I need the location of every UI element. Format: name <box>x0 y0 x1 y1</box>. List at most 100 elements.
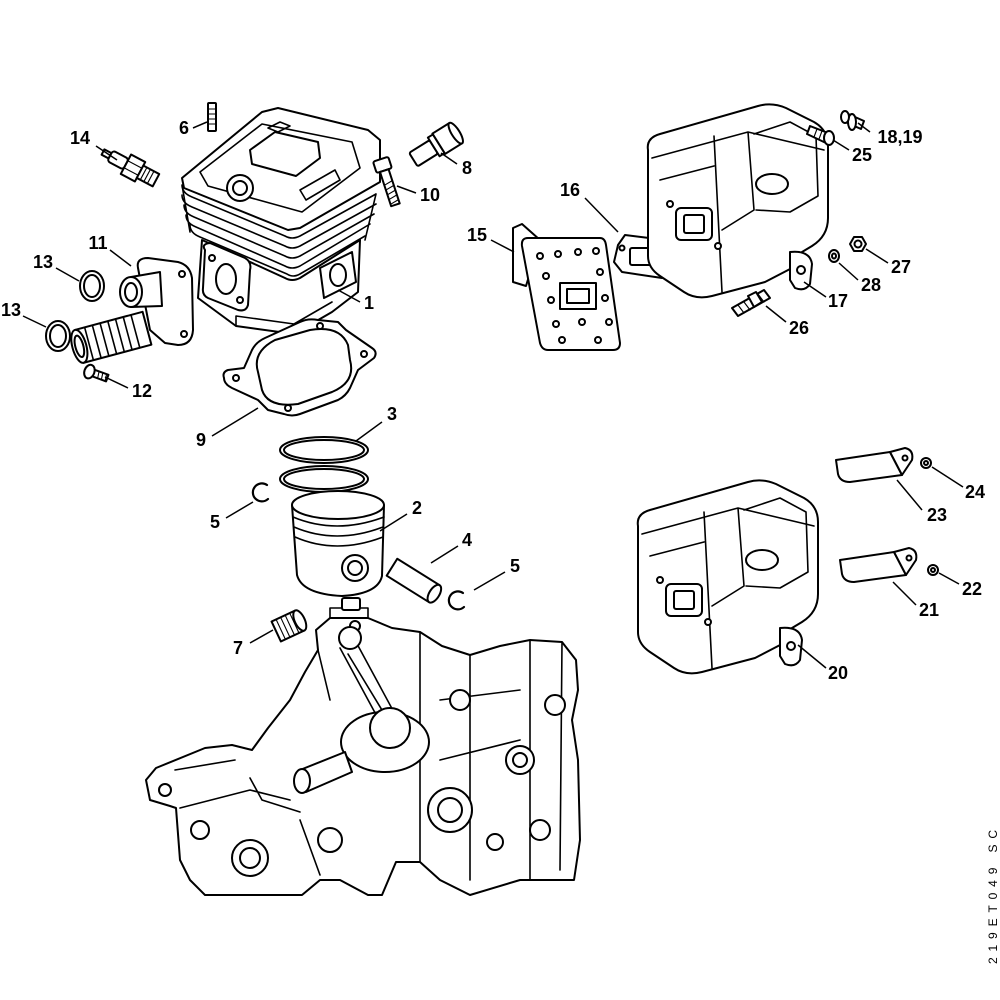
piston-crown <box>291 490 385 520</box>
mount-boss-d <box>529 819 551 841</box>
screen-tab-hole <box>901 454 909 462</box>
intake-manifold-bolt-hole <box>180 330 188 338</box>
callout-washer-small: 28 <box>861 275 881 295</box>
leader-line <box>55 267 80 282</box>
needle-cage-needles <box>275 612 300 640</box>
cylinder-gasket-hole <box>316 322 324 330</box>
muffler-stud-collar <box>747 291 763 308</box>
callout-intake-manifold: 11 <box>88 233 107 253</box>
decompression-valve <box>408 121 464 167</box>
cylinder-gasket-hole <box>284 404 292 412</box>
main-bearing-bore <box>437 797 463 823</box>
heat-shield-hole <box>536 252 544 260</box>
leader-line <box>104 376 129 389</box>
cylinder-gasket-hole <box>232 374 240 382</box>
muffler-body <box>636 479 819 675</box>
heat-shield-hole <box>552 320 560 328</box>
bearing-seat-left-bore <box>239 847 261 869</box>
mount-boss-c <box>317 827 343 853</box>
cylinder-gasket-hole <box>360 350 368 358</box>
sealing-ring-inner <box>83 274 101 298</box>
intake-manifold-upper-bore <box>124 282 138 302</box>
muffler-upper <box>646 103 829 299</box>
muffler-screw-thread-lines <box>813 128 823 140</box>
stud-thread-lines <box>207 108 217 125</box>
mount-boss-e <box>190 820 210 840</box>
cylinder-top-plateau <box>199 123 361 213</box>
stud-body <box>207 102 217 132</box>
muffler-bracket-hole <box>786 641 796 651</box>
muffler-port-inner <box>683 214 705 234</box>
bellows-ribs <box>83 314 141 361</box>
exhaust-bolt-hole <box>236 296 244 304</box>
heat-shield-hole <box>605 318 613 326</box>
callout-screen-screw-upper: 24 <box>965 482 985 502</box>
heat-shield-hole <box>578 318 586 326</box>
leader-line <box>931 466 964 488</box>
washer-small-bore <box>831 252 837 260</box>
connecting-rod-big-end <box>369 707 411 749</box>
heat-shield-hole <box>554 250 562 258</box>
piston-pin-bore <box>347 560 363 576</box>
muffler-screw-head <box>840 110 850 124</box>
sealing-ring-lower <box>45 320 71 352</box>
callout-spark-arrester-screen-lower: 21 <box>919 600 939 620</box>
piston-ring-grooves <box>292 516 385 547</box>
muffler-gasket-hole <box>618 244 626 252</box>
circlip-right <box>447 590 466 611</box>
cylinder-screw <box>372 156 401 208</box>
leader-line <box>490 239 515 253</box>
leader-line <box>473 571 506 591</box>
spark-plug <box>100 148 161 188</box>
leader-line <box>430 545 459 564</box>
leader-line <box>838 262 859 281</box>
leader-line <box>865 248 889 264</box>
callout-hex-nut: 27 <box>891 257 911 277</box>
muffler-port-hole <box>666 200 674 208</box>
heat-shield-hole <box>542 272 550 280</box>
intake-manifold-bellows <box>70 310 153 364</box>
leader-lines <box>22 121 964 669</box>
heat-shield-plate <box>512 223 621 351</box>
callout-piston-pin: 4 <box>462 530 472 550</box>
piston-ring-inner <box>283 439 365 461</box>
spark-plug-thread <box>135 164 161 188</box>
screen-tab <box>889 447 914 476</box>
piston-pin-end <box>426 583 443 604</box>
intake-manifold <box>70 257 194 364</box>
circlip-left <box>251 482 270 503</box>
leader-line <box>938 572 960 585</box>
needle-cage <box>270 609 308 643</box>
cylinder-screw-thread-lines <box>383 180 400 205</box>
leader-line <box>225 501 254 519</box>
callout-cylinder-gasket: 9 <box>196 430 206 450</box>
piston <box>291 490 385 597</box>
muffler-lid-seam <box>641 507 815 669</box>
mount-boss-f <box>486 833 504 851</box>
leader-line <box>211 407 259 437</box>
muffler-screw <box>806 125 835 146</box>
callout-muffler-stud: 26 <box>789 318 809 338</box>
leader-line <box>440 152 458 165</box>
heat-shield-hole <box>596 268 604 276</box>
leader-line <box>765 305 787 323</box>
heat-shield-hole <box>558 336 566 344</box>
cylinder-gasket <box>222 318 377 417</box>
callout-muffler-gasket: 16 <box>560 180 580 200</box>
heat-shield-holes <box>536 247 613 344</box>
callout-spark-arrester-screen-upper: 23 <box>927 505 947 525</box>
screen-screw-lower <box>927 564 939 576</box>
muffler-body <box>646 103 829 299</box>
needle-cage-end <box>292 609 308 632</box>
muffler-screw-washer <box>840 110 865 131</box>
crankshaft-end <box>293 768 311 794</box>
cooling-fins <box>181 184 377 277</box>
callout-piston-rings: 3 <box>387 404 397 424</box>
leader-line <box>109 249 132 267</box>
callout-screen-screw-lower: 22 <box>962 579 982 599</box>
heat-shield-hole <box>547 296 555 304</box>
spark-arrester-screen-lower <box>839 547 918 583</box>
bellows-end-bore <box>73 334 86 359</box>
leader-line <box>892 581 917 606</box>
